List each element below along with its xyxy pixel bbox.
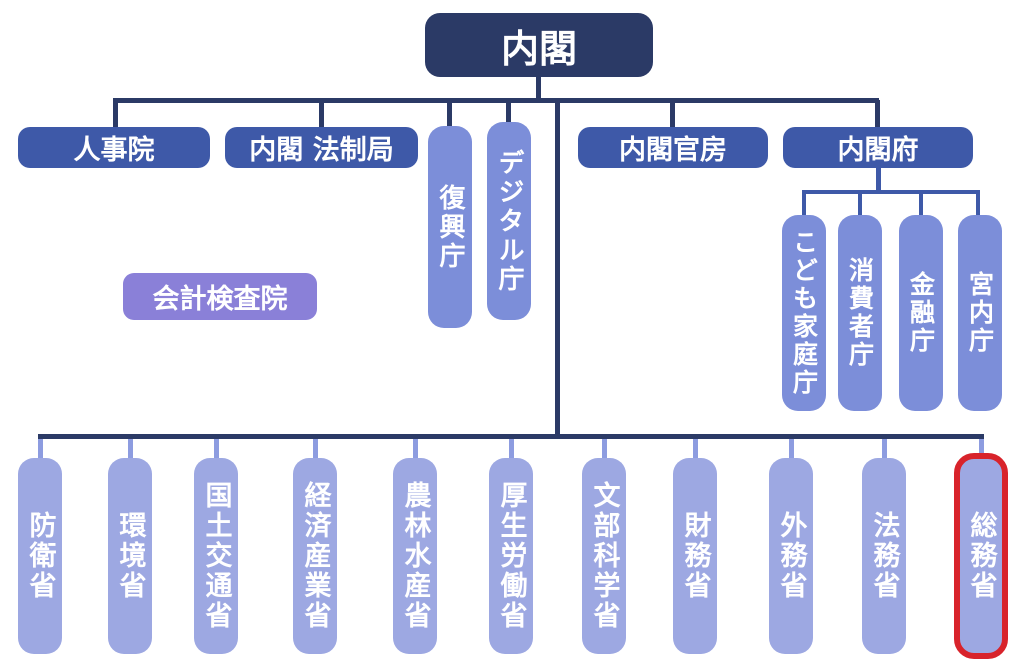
node-boeisho-label: 防衛省 xyxy=(24,511,56,601)
node-koseirodosho: 厚生労働省 xyxy=(489,458,533,654)
node-keizaisangyosho-label: 経済産業省 xyxy=(299,481,331,631)
node-boeisho: 防衛省 xyxy=(18,458,62,654)
connector-drop-gaimusho xyxy=(789,439,794,459)
node-shohishacho-label: 消費者庁 xyxy=(845,257,875,369)
node-kunaicho-label: 宮内庁 xyxy=(965,271,995,355)
node-monbukagakusho-label: 文部科学省 xyxy=(588,481,620,631)
node-kunaicho: 宮内庁 xyxy=(958,215,1002,411)
connector-drop-fukkocho xyxy=(447,100,452,128)
node-kanbo: 内閣官房 xyxy=(578,127,768,168)
node-jinjiin-label: 人事院 xyxy=(73,135,155,166)
connector-drop-koseirodosho xyxy=(509,439,514,459)
node-naikakufu-label: 内閣府 xyxy=(837,135,919,166)
node-kaikeikensain-label: 会計検査院 xyxy=(152,284,288,315)
connector-naikakufu-horizontal xyxy=(802,190,980,194)
node-monbukagakusho: 文部科学省 xyxy=(582,458,626,654)
node-fukkocho: 復興庁 xyxy=(428,126,472,328)
node-kinyucho: 金融庁 xyxy=(899,215,943,411)
connector-drop-monbukagakusho xyxy=(602,439,607,459)
connector-cabinet-stub xyxy=(536,77,541,101)
node-digitalcho: デジタル庁 xyxy=(487,122,531,320)
node-kinyucho-label: 金融庁 xyxy=(906,271,936,355)
connector-drop-jinjiin xyxy=(113,100,118,128)
connector-drop-keizaisangyosho xyxy=(313,439,318,459)
connector-drop-kunaicho xyxy=(976,190,980,216)
node-zaimusho: 財務省 xyxy=(673,458,717,654)
node-hoseikyoku-label: 内閣 法制局 xyxy=(249,135,394,166)
node-homusho: 法務省 xyxy=(862,458,906,654)
node-somusho-highlighted: 総務省 xyxy=(954,453,1008,659)
node-homusho-label: 法務省 xyxy=(868,511,900,601)
connector-drop-norinsuisansho xyxy=(413,439,418,459)
node-kankyosho: 環境省 xyxy=(108,458,152,654)
node-somusho-label: 総務省 xyxy=(965,511,997,601)
connector-drop-digitalcho xyxy=(506,100,511,124)
connector-drop-hoseikyoku xyxy=(319,100,324,128)
node-norinsuisansho: 農林水産省 xyxy=(393,458,437,654)
connector-drop-shohishacho xyxy=(858,190,862,216)
node-hoseikyoku: 内閣 法制局 xyxy=(225,127,418,168)
node-cabinet: 内閣 xyxy=(425,13,653,77)
node-kodomo: こども家庭庁 xyxy=(782,215,826,411)
node-kaikeikensain: 会計検査院 xyxy=(123,273,317,320)
connector-drop-zaimusho xyxy=(693,439,698,459)
node-fukkocho-label: 復興庁 xyxy=(435,183,465,271)
connector-drop-kanbo xyxy=(670,100,675,128)
node-kodomo-label: こども家庭庁 xyxy=(789,229,819,397)
node-jinjiin: 人事院 xyxy=(18,127,210,168)
node-kanbo-label: 内閣官房 xyxy=(619,135,727,166)
connector-drop-boeisho xyxy=(38,439,43,459)
connector-drop-kinyucho xyxy=(919,190,923,216)
connector-drop-kankyosho xyxy=(128,439,133,459)
node-kankyosho-label: 環境省 xyxy=(114,511,146,601)
node-kokudokotsusho-label: 国土交通省 xyxy=(200,481,232,631)
node-cabinet-label: 内閣 xyxy=(500,26,577,71)
connector-naikakufu-stub xyxy=(876,168,881,192)
node-gaimusho: 外務省 xyxy=(769,458,813,654)
connector-main-trunk xyxy=(555,100,560,437)
connector-drop-somusho xyxy=(979,439,984,459)
connector-top-horizontal xyxy=(113,98,879,103)
node-naikakufu: 内閣府 xyxy=(783,127,973,168)
connector-drop-kodomo xyxy=(802,190,806,216)
node-norinsuisansho-label: 農林水産省 xyxy=(399,481,431,631)
connector-drop-kokudokotsusho xyxy=(214,439,219,459)
node-kokudokotsusho: 国土交通省 xyxy=(194,458,238,654)
node-shohishacho: 消費者庁 xyxy=(838,215,882,411)
node-keizaisangyosho: 経済産業省 xyxy=(293,458,337,654)
node-gaimusho-label: 外務省 xyxy=(775,511,807,601)
node-digitalcho-label: デジタル庁 xyxy=(494,148,524,294)
node-zaimusho-label: 財務省 xyxy=(679,511,711,601)
connector-drop-naikakufu xyxy=(875,100,880,128)
connector-bottom-horizontal xyxy=(38,434,984,439)
connector-drop-homusho xyxy=(882,439,887,459)
node-koseirodosho-label: 厚生労働省 xyxy=(495,481,527,631)
